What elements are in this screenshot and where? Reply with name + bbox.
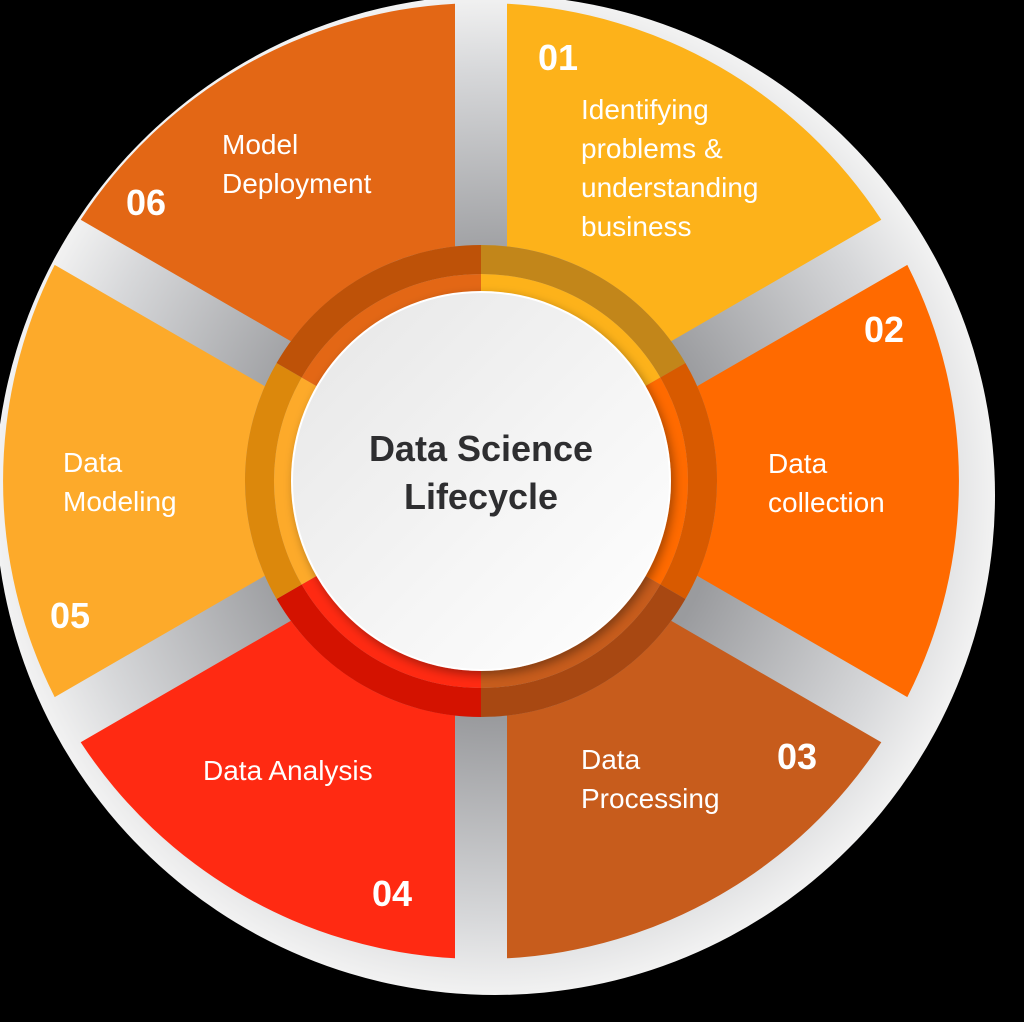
segment-label-04: Data Analysis [203,755,373,786]
segment-number-06: 06 [126,182,167,223]
segment-band-02 [660,363,718,599]
segment-label-03: Data Processing [581,744,720,814]
segment-label-05: Data Modeling [63,447,177,517]
segment-number-02: 02 [864,309,905,350]
segment-inner-ring-03 [481,574,661,688]
segment-inner-ring-01 [481,274,661,388]
segment-band-03 [481,584,686,717]
segment-inner-ring-04 [301,574,481,688]
segment-number-01: 01 [538,37,579,78]
segment-band-01 [481,245,686,378]
segment-label-01: Identifying problems & understanding bus… [581,94,759,242]
segment-number-04: 04 [372,873,413,914]
segment-band-05 [244,363,302,599]
center-title: Data Science Lifecycle [291,425,671,521]
segment-03 [489,606,882,959]
segment-inner-ring-05 [273,377,320,585]
segment-band-04 [276,584,481,717]
center-disc [291,291,671,671]
segment-layer [3,3,959,959]
segment-05 [3,264,273,698]
segment-04 [80,606,473,959]
center-title-line-1: Data Science [368,428,594,469]
segment-06 [80,3,473,356]
segment-number-05: 05 [50,595,91,636]
segment-band-06 [276,245,481,378]
segment-label-02: Data collection [768,448,885,518]
segment-02 [689,264,959,698]
inner-ring [244,245,718,717]
segment-inner-ring-06 [301,274,481,388]
segment-01 [489,3,882,356]
segment-inner-ring-02 [642,377,689,585]
segment-label-06: Model Deployment [222,129,372,199]
center-title-line-2: Lifecycle [403,476,559,517]
segment-number-03: 03 [777,736,818,777]
